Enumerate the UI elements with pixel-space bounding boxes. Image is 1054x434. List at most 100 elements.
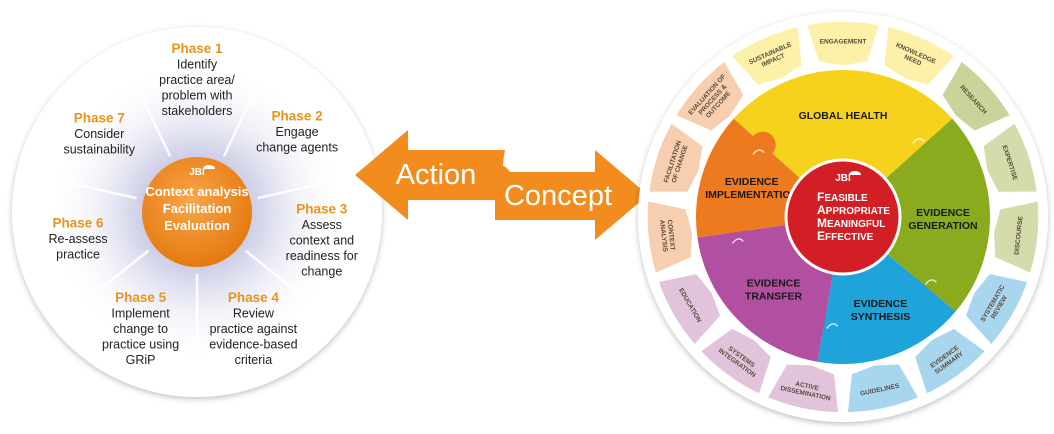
piece-shape — [817, 253, 956, 364]
fame-line: MEANINGFUL — [817, 216, 885, 230]
fame-initial: M — [817, 216, 827, 230]
segment-guidelines: GUIDELINES — [846, 362, 921, 414]
segment-shape — [982, 121, 1039, 194]
swirl-arrow-icon — [912, 138, 925, 144]
center-line-1: Context analysis — [145, 184, 248, 199]
phase-divider — [35, 174, 137, 200]
piece-label-line: IMPLEMENTATION — [705, 189, 798, 201]
segment-shape — [805, 20, 881, 67]
piece-shape — [697, 224, 834, 362]
action-arrow: Action — [355, 130, 505, 220]
segment-shape — [656, 272, 722, 347]
segment-label-line: ENGAGEMENT — [820, 39, 867, 46]
jbi-logo-icon — [849, 171, 861, 175]
phase-divider — [244, 249, 327, 316]
concept-label: Concept — [504, 180, 612, 212]
cycle-dividers — [35, 62, 359, 377]
phase-description-line: Identify — [177, 58, 218, 72]
fame-initial: A — [817, 203, 826, 217]
phase-description-line: stakeholders — [162, 104, 233, 118]
phase-description-line: Consider — [74, 127, 124, 141]
segment-research: RESEARCH — [940, 59, 1012, 133]
segment-shape — [846, 362, 921, 414]
phase-description-line: problem with — [162, 89, 233, 103]
segment-label-line: DISCOURSE — [1014, 215, 1025, 255]
segment-shape — [964, 272, 1030, 347]
segment-shape — [992, 199, 1040, 275]
center-line-2: Facilitation — [163, 201, 232, 216]
fame-line: FEASIBLE — [817, 190, 868, 204]
phase-description-line: practice using — [102, 338, 179, 352]
concept-arrow-shape — [495, 150, 648, 240]
piece-label-line: EVIDENCE — [854, 298, 908, 310]
segment-shape — [765, 362, 840, 414]
segment-education: EDUCATION — [656, 272, 722, 347]
model-center-circle — [784, 158, 902, 276]
action-arrow-shape — [355, 130, 505, 220]
concept-arrow: Concept — [495, 150, 648, 240]
phase-title: Phase 5 — [115, 290, 167, 305]
jbi-logo-text: JBI — [189, 167, 205, 178]
piece-label-line: SYNTHESIS — [851, 311, 911, 323]
piece-shape — [733, 70, 953, 179]
fame-line: APPROPRIATE — [817, 203, 890, 217]
phase-description-line: readiness for — [286, 249, 358, 263]
segment-engagement: ENGAGEMENT — [805, 20, 881, 67]
cycle-center-circle — [142, 157, 252, 267]
phase-description-line: sustainability — [63, 143, 135, 157]
segment-label-line: ANALYSIS — [658, 219, 668, 252]
phase-title: Phase 4 — [228, 290, 280, 305]
fame-initial: F — [817, 190, 824, 204]
segment-shape — [882, 25, 956, 87]
phase-title: Phase 7 — [74, 111, 125, 126]
fame-word-rest: EANINGFUL — [827, 219, 885, 230]
phase-divider — [222, 62, 270, 157]
phase-divider — [67, 249, 150, 316]
center-line-3: Evaluation — [164, 218, 230, 233]
phase-title: Phase 6 — [53, 216, 105, 231]
phase-description-line: practice — [56, 248, 100, 262]
phase-description-line: Re-assess — [49, 232, 108, 246]
jbi-model: ENGAGEMENT KNOWLEDGENEEDRESEARCHEXPERTISE… — [638, 12, 1048, 422]
phase-description-line: evidence-based — [209, 338, 297, 352]
segment-shape — [647, 121, 704, 194]
piece-shape — [885, 118, 990, 312]
swirl-arrow-icon — [924, 279, 937, 285]
jbi-logo-icon — [203, 165, 215, 169]
segment-label-line: ACTIVE — [795, 381, 820, 393]
phase-description-line: GRiP — [126, 353, 156, 367]
phase-description-line: Assess — [302, 218, 342, 232]
phase-description-line: practice against — [210, 322, 298, 336]
fame-line: EFFECTIVE — [817, 229, 874, 243]
fame-initial: E — [817, 229, 825, 243]
segment-shape — [940, 59, 1012, 133]
phase-title: Phase 2 — [272, 109, 323, 124]
swirl-arrow-icon — [731, 238, 744, 244]
jbi-logo-text: JBI — [835, 173, 851, 184]
segment-label-line: CONTEXT — [666, 219, 676, 251]
phase-description-line: change to — [113, 322, 168, 336]
phase-description-line: change — [301, 264, 342, 278]
segment-expertise: EXPERTISE — [982, 121, 1039, 194]
segment-shape — [646, 199, 694, 275]
fame-word-rest: PPROPRIATE — [826, 206, 891, 217]
phase-description-line: Engage — [276, 125, 319, 139]
